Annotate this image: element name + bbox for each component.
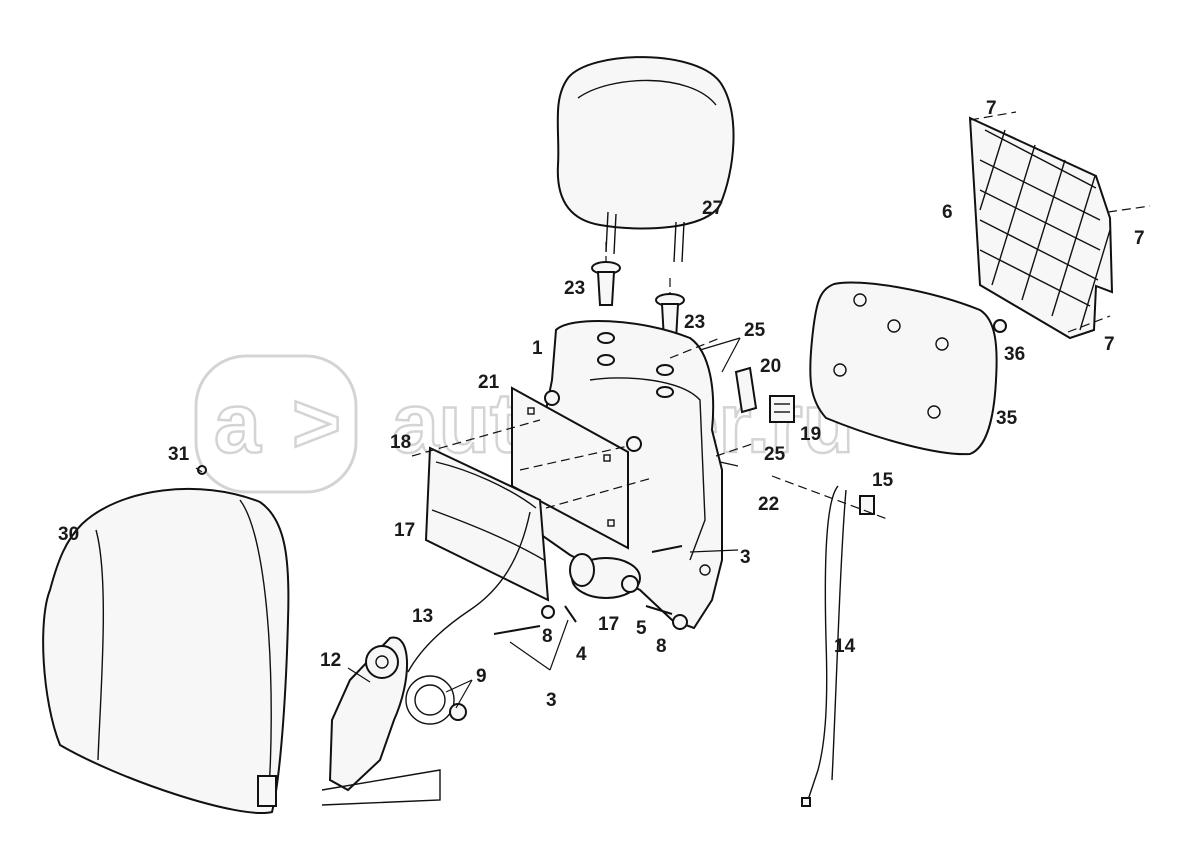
callout-7-bottom: 7 — [1104, 334, 1115, 355]
callout-30: 30 — [58, 524, 79, 545]
callout-19: 19 — [800, 424, 821, 445]
callout-3-right: 3 — [740, 547, 751, 568]
back-panel — [809, 281, 998, 456]
callout-14: 14 — [834, 636, 856, 657]
callout-5: 5 — [636, 618, 647, 639]
callout-31: 31 — [168, 444, 190, 465]
callout-8-right: 8 — [656, 636, 667, 657]
svg-text:a: a — [214, 376, 262, 470]
storage-net — [968, 116, 1114, 340]
recliner-mechanism — [321, 636, 441, 806]
callout-4: 4 — [576, 644, 587, 665]
callout-25-top: 25 — [744, 320, 766, 341]
adjustment-cable — [407, 511, 531, 673]
bolts — [493, 545, 688, 635]
callout-15: 15 — [872, 470, 894, 491]
callout-27: 27 — [702, 198, 723, 219]
headrest-guide-left — [591, 242, 621, 306]
seat-back-cushion — [42, 488, 290, 814]
leader-lines — [195, 337, 741, 709]
svg-text:>: > — [292, 376, 341, 470]
callout-7-top: 7 — [986, 98, 997, 119]
wiring-harness — [801, 485, 875, 807]
lumbar-panel — [424, 446, 550, 602]
callout-22: 22 — [758, 494, 779, 515]
clip-36 — [993, 319, 1007, 333]
callout-36: 36 — [1004, 344, 1025, 365]
callouts: 1 3 3 4 5 6 7 7 7 8 8 9 12 13 14 15 17 1… — [58, 98, 1145, 711]
callout-12: 12 — [320, 650, 341, 671]
recliner-spring — [405, 675, 467, 725]
callout-9: 9 — [476, 666, 487, 687]
callout-23-left: 23 — [564, 278, 585, 299]
callout-17-left: 17 — [394, 520, 415, 541]
headrest — [556, 56, 735, 263]
callout-8-left: 8 — [542, 626, 553, 647]
callout-3-bottom: 3 — [546, 690, 557, 711]
callout-18: 18 — [390, 432, 411, 453]
callout-7-right: 7 — [1134, 228, 1145, 249]
callout-20: 20 — [760, 356, 781, 377]
callout-6: 6 — [942, 202, 953, 223]
callout-23-right: 23 — [684, 312, 705, 333]
callout-13: 13 — [412, 606, 433, 627]
connector — [769, 395, 795, 423]
bracket — [734, 366, 758, 414]
assembly-lines — [411, 111, 1151, 521]
callout-17-bottom: 17 — [598, 614, 619, 635]
callout-1: 1 — [532, 338, 543, 359]
callout-35: 35 — [996, 408, 1018, 429]
adjustment-motor — [569, 553, 641, 599]
callout-21: 21 — [478, 372, 500, 393]
plate — [511, 386, 629, 550]
callout-25-middle: 25 — [764, 444, 786, 465]
